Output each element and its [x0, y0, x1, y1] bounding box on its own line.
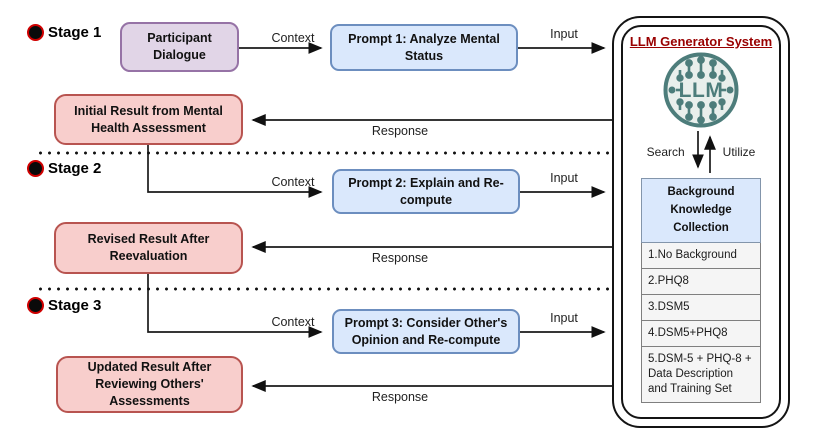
search-label: Search: [646, 145, 685, 159]
knowledge-item-3: 3.DSM5: [641, 295, 761, 322]
knowledge-item-4: 4.DSM5+PHQ8: [641, 321, 761, 348]
context-arrow-2: [147, 144, 323, 198]
prompt-1-box: Prompt 1: Analyze Mental Status: [330, 24, 518, 71]
knowledge-item-1: 1.No Background: [641, 243, 761, 270]
search-utilize-arrows-icon: [691, 131, 716, 173]
participant-dialogue-box: Participant Dialogue: [120, 22, 239, 72]
initial-result-box: Initial Result from Mental Health Assess…: [54, 94, 243, 145]
input-label-2: Input: [550, 171, 578, 185]
llm-generator-system-inner: LLM Generator System: [621, 25, 781, 419]
context-label-3: Context: [271, 315, 315, 329]
llm-generator-system-container: LLM Generator System: [612, 16, 790, 428]
stage-3-bullet-icon: [27, 297, 44, 314]
knowledge-header: Background Knowledge Collection: [641, 178, 761, 244]
search-utilize-row: Search Utilize: [646, 129, 756, 175]
stage-1-text: Stage 1: [48, 24, 102, 41]
response-label-2: Response: [371, 251, 429, 265]
input-label-1: Input: [550, 27, 578, 41]
knowledge-item-5: 5.DSM-5 + PHQ-8 + Data Description and T…: [641, 347, 761, 403]
knowledge-item-2: 2.PHQ8: [641, 269, 761, 296]
stage-3-text: Stage 3: [48, 297, 102, 314]
stage-1-bullet-icon: [27, 24, 44, 41]
stage-1-label: Stage 1: [27, 24, 101, 41]
context-label-2: Context: [271, 175, 315, 189]
knowledge-collection: Background Knowledge Collection 1.No Bac…: [641, 178, 761, 403]
stage-separator-2: [36, 287, 610, 291]
response-label-3: Response: [371, 390, 429, 404]
utilize-label: Utilize: [722, 145, 756, 159]
context-arrow-3: [147, 274, 323, 338]
stage-2-bullet-icon: [27, 160, 44, 177]
stage-3-label: Stage 3: [27, 297, 101, 314]
context-label-1: Context: [271, 31, 315, 45]
prompt-2-box: Prompt 2: Explain and Re-compute: [332, 169, 520, 214]
updated-result-box: Updated Result After Reviewing Others' A…: [56, 356, 243, 413]
input-label-3: Input: [550, 311, 578, 325]
llm-icon-text: LLM: [679, 79, 724, 102]
prompt-3-box: Prompt 3: Consider Other's Opinion and R…: [332, 309, 520, 354]
stage-2-text: Stage 2: [48, 160, 102, 177]
response-label-1: Response: [371, 124, 429, 138]
stage-separator-1: [36, 151, 610, 155]
revised-result-box: Revised Result After Reevaluation: [54, 222, 243, 274]
stage-2-label: Stage 2: [27, 160, 101, 177]
llm-icon: LLM: [663, 52, 739, 128]
system-title: LLM Generator System: [629, 34, 773, 49]
